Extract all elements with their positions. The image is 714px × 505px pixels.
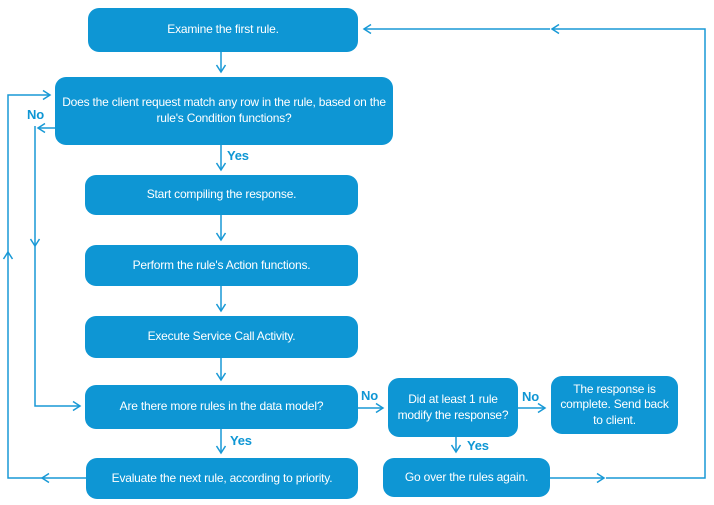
node-go-over-rules: Go over the rules again. (383, 458, 550, 497)
node-examine-first-rule: Examine the first rule. (88, 8, 358, 52)
node-did-rule-modify: Did at least 1 rule modify the response? (388, 378, 518, 437)
node-start-compiling: Start compiling the response. (85, 175, 358, 215)
edge-label-yes-more-rules: Yes (230, 433, 252, 448)
edge-label-no-does-match: No (27, 107, 44, 122)
node-more-rules: Are there more rules in the data model? (85, 385, 358, 429)
edge-goover-up (550, 23, 706, 479)
edge-evaluate-to-does (7, 89, 52, 254)
edge-label-no-did-modify: No (522, 389, 539, 404)
node-response-complete: The response is complete. Send back to c… (551, 376, 678, 434)
node-evaluate-next-rule: Evaluate the next rule, according to pri… (86, 458, 358, 499)
node-execute-service-call: Execute Service Call Activity. (85, 316, 358, 358)
node-client-request-match: Does the client request match any row in… (55, 77, 393, 145)
node-perform-actions: Perform the rule's Action functions. (85, 245, 358, 286)
edge-does-no-to-more (34, 244, 82, 412)
edge-label-yes-did-modify: Yes (467, 438, 489, 453)
edge-label-yes-does-match: Yes (227, 148, 249, 163)
edge-label-no-more-rules: No (361, 388, 378, 403)
edge-evaluate-up (2, 250, 44, 479)
